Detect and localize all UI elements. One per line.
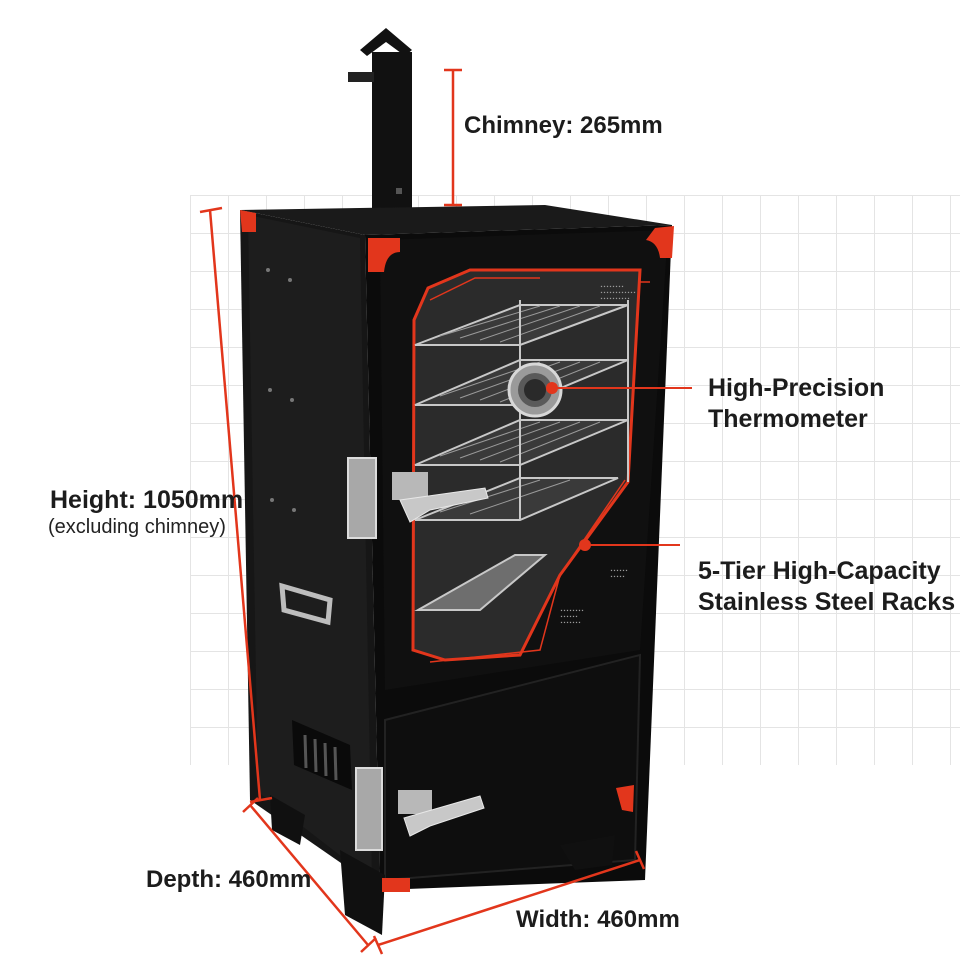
thermometer-label-line1: High-Precision	[708, 374, 885, 402]
dimension-lines	[199, 68, 646, 955]
side-vent[interactable]	[292, 720, 352, 790]
side-handle[interactable]	[279, 582, 333, 626]
upper-door[interactable]	[347, 230, 668, 690]
spec-texture: ▪▪▪▪▪▪▪▪▪▪▪▪▪▪▪▪▪▪▪▪▪	[560, 608, 585, 626]
racks-label-line1: 5-Tier High-Capacity	[698, 557, 941, 585]
height-dimension-label: Height: 1050mm	[50, 486, 244, 514]
thermometer-feature-label: High-Precision Thermometer	[708, 373, 884, 435]
smoker-legs	[270, 795, 615, 935]
depth-dimension-label: Depth: 460mm	[146, 866, 312, 893]
racks-label-line2: Stainless Steel Racks	[698, 588, 956, 616]
spec-texture: ▪▪▪▪▪▪▪▪▪▪▪	[610, 568, 629, 580]
cooking-racks	[414, 300, 629, 611]
thermometer-dial-icon	[507, 362, 563, 418]
thermometer-label-line2: Thermometer	[708, 405, 868, 433]
chimney-dimension-label: Chimney: 265mm	[464, 112, 663, 139]
lower-door[interactable]	[355, 653, 642, 882]
chimney	[348, 28, 412, 212]
racks-callout	[579, 539, 680, 551]
height-note: (excluding chimney)	[48, 516, 226, 538]
decorative-lines	[429, 277, 650, 663]
thermometer-callout	[546, 382, 692, 394]
smoker-top	[240, 205, 672, 235]
latch-handle-icon[interactable]	[355, 767, 485, 851]
latch-handle-icon[interactable]	[347, 457, 489, 539]
corner-guards	[240, 210, 674, 892]
width-dimension-label: Width: 460mm	[516, 906, 680, 933]
smoker-side-panel	[240, 210, 380, 890]
spec-texture: ▪▪▪▪▪▪▪▪▪▪▪▪▪▪▪▪▪▪▪▪▪▪▪▪▪▪▪▪▪▪	[600, 284, 637, 302]
racks-feature-label: 5-Tier High-Capacity Stainless Steel Rac…	[698, 556, 955, 618]
